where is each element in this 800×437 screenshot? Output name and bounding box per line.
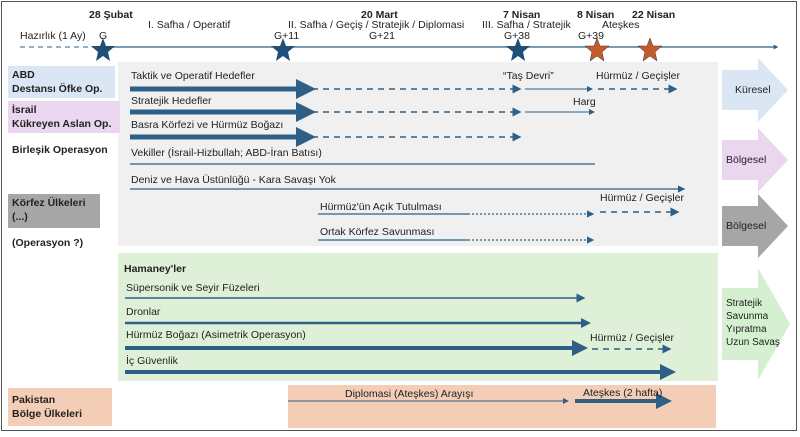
actor-gulf-op: (Operasyon ?) xyxy=(12,237,84,249)
label-harg: Harg xyxy=(573,96,596,108)
coalition-panel xyxy=(118,62,718,246)
phase-2: II. Safha / Geçiş / Stratejik / Diplomas… xyxy=(288,19,465,31)
row-gulf-defense: Ortak Körfez Savunması xyxy=(320,226,435,238)
outcome-arrow-iran xyxy=(722,268,790,380)
star-icon-g xyxy=(91,38,115,61)
day-g: G xyxy=(99,30,108,42)
outcome-arrow-regional-1 xyxy=(722,128,788,192)
prep-label: Hazırlık (1 Ay) xyxy=(20,30,86,42)
outcome-arrow-regional-2 xyxy=(722,194,788,258)
date-22-nisan: 22 Nisan xyxy=(632,9,676,21)
row-strategic: Stratejik Hedefler xyxy=(131,95,212,107)
outcome-iran: Stratejik Savunma Yıpratma Uzun Savaş xyxy=(726,297,780,349)
outcome-iran-1: Stratejik xyxy=(726,298,763,309)
star-icon-22-nisan xyxy=(637,37,663,62)
star-icon-g11 xyxy=(271,38,295,61)
actor-abd-op: Destansı Öfke Op. xyxy=(12,83,103,95)
actor-gulf: Körfez Ülkeleri (...) xyxy=(8,194,100,228)
outcome-iran-2: Savunma xyxy=(726,311,769,322)
row-tactical: Taktik ve Operatif Hedefler xyxy=(131,70,255,82)
row-proxies: Vekiller (İsrail-Hizbullah; ABD-İran Bat… xyxy=(131,147,322,159)
phase-1: I. Safha / Operatif xyxy=(148,19,231,31)
actor-pakistan-region: Bölge Ülkeleri xyxy=(12,408,83,420)
row-drones: Dronlar xyxy=(126,306,161,318)
row-hormuz-open: Hürmüz'ün Açık Tutulması xyxy=(320,201,442,213)
row-hormuz-asym: Hürmüz Boğazı (Asimetrik Operasyon) xyxy=(126,329,306,341)
actor-pakistan-name: Pakistan xyxy=(12,394,56,406)
actor-gulf-name: Körfez Ülkeleri xyxy=(12,197,86,209)
actor-gulf-more: (...) xyxy=(12,211,28,223)
row-superiority: Deniz ve Hava Üstünlüğü - Kara Savaşı Yo… xyxy=(131,174,336,186)
iran-panel xyxy=(118,253,718,381)
outcome-regional-2: Bölgesel xyxy=(726,220,767,232)
label-hormuz-3: Hürmüz / Geçişler xyxy=(590,332,675,344)
day-g11: G+11 xyxy=(274,30,300,42)
row-basra: Basra Körfezi ve Hürmüz Boğazı xyxy=(131,119,284,131)
label-ceasefire: Ateşkes (2 hafta) xyxy=(583,387,663,399)
day-g39: G+39 xyxy=(578,30,604,42)
outcome-iran-3: Yıpratma xyxy=(726,324,767,335)
star-icon-g39 xyxy=(584,37,610,62)
day-g21: G+21 xyxy=(369,30,395,42)
row-diplomacy-search: Diplomasi (Ateşkes) Arayışı xyxy=(345,388,474,400)
date-20-mart: 20 Mart xyxy=(361,9,398,21)
outcome-regional-1: Bölgesel xyxy=(726,154,767,166)
label-hormuz-2: Hürmüz / Geçişler xyxy=(600,192,685,204)
row-internal: İç Güvenlik xyxy=(126,355,178,367)
actor-abd: ABD Destansı Öfke Op. xyxy=(8,66,115,98)
row-missiles: Süpersonik ve Seyir Füzeleri xyxy=(126,282,260,294)
star-icon-g38 xyxy=(506,38,530,61)
phase-3: III. Safha / Stratejik xyxy=(482,19,571,31)
actor-joint: Birleşik Operasyon xyxy=(12,144,108,156)
actor-abd-name: ABD xyxy=(12,69,35,81)
diplomacy-panel xyxy=(288,385,716,428)
diagram-frame xyxy=(1,1,797,431)
date-7-nisan: 7 Nisan xyxy=(503,9,541,21)
outcome-global: Küresel xyxy=(735,84,771,96)
label-hormuz-1: Hürmüz / Geçişler xyxy=(596,70,681,82)
label-stone-age: “Taş Devri” xyxy=(503,70,554,82)
outcome-iran-4: Uzun Savaş xyxy=(726,337,780,348)
day-g38: G+38 xyxy=(504,30,530,42)
phase-ceasefire: Ateşkes xyxy=(602,19,640,31)
actor-israil-name: İsrail xyxy=(12,104,37,116)
actor-israil-op: Kükreyen Aslan Op. xyxy=(12,118,112,130)
iran-title: Hamaney'ler xyxy=(124,263,187,275)
date-8-nisan: 8 Nisan xyxy=(577,9,615,21)
outcome-arrow-global xyxy=(722,58,788,122)
date-28-subat: 28 Şubat xyxy=(89,9,133,21)
